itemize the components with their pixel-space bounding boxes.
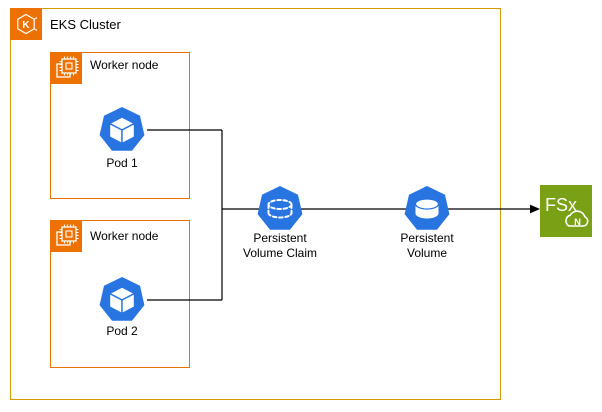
fsx-netapp-ontap-icon: FSx N (540, 185, 592, 237)
cloud-icon (565, 210, 589, 227)
fsx-icon-label: FSx (545, 195, 577, 215)
cpu-icon (50, 220, 82, 252)
pv-label: Persistent Volume (400, 231, 454, 260)
persistent-volume-icon (403, 185, 451, 233)
eks-icon-letter: K (22, 20, 30, 31)
fsx-cloud-letter: N (574, 217, 581, 228)
pod-icon (98, 106, 146, 154)
persistent-volume-claim-icon (256, 185, 304, 233)
cpu-icon (50, 52, 82, 84)
pod-label: Pod 1 (106, 156, 138, 170)
pod-icon (98, 276, 146, 324)
pod-label: Pod 2 (106, 324, 138, 338)
worker-node-label: Worker node (90, 229, 159, 243)
arrowhead-icon (530, 204, 540, 214)
worker-node-label: Worker node (90, 58, 159, 72)
eks-cluster-title: EKS Cluster (50, 17, 121, 32)
eks-cluster-icon: K (10, 8, 42, 40)
pvc-label: Persistent Volume Claim (242, 231, 318, 260)
